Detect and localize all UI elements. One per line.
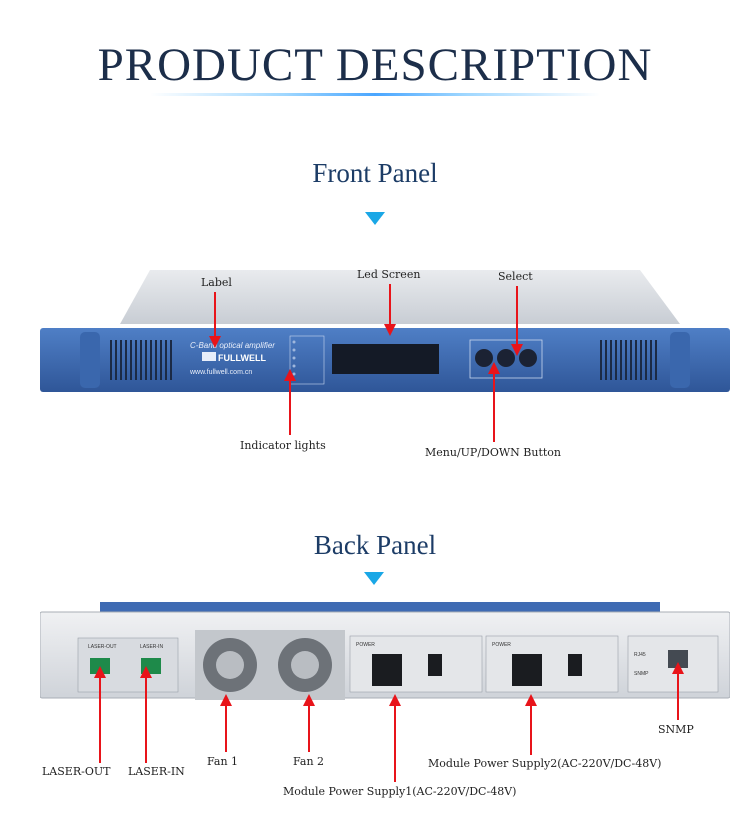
snmp-port-text: SNMP [634,671,649,677]
title-underline [150,93,600,96]
label-label: Label [201,276,232,289]
laser-in-label: LASER-IN [128,765,185,778]
power2-text: POWER [492,642,511,648]
menu-button-label: Menu/UP/DOWN Button [425,446,562,459]
led-screen-label: Led Screen [357,268,421,281]
snmp-label: SNMP [658,723,694,736]
fan1-label: Fan 1 [207,755,239,768]
laser-out-label: LASER-OUT [42,765,111,778]
back-panel-heading: Back Panel [313,530,437,560]
psu1-label: Module Power Supply1(AC-220V/DC-48V) [283,785,517,798]
brand-url: www.fullwell.com.cn [189,369,252,376]
fan2-label: Fan 2 [293,755,325,768]
down-triangle-icon [364,572,384,585]
front-panel-heading: Front Panel [312,158,438,188]
rj45-text: RJ45 [634,652,646,658]
brand-logo: FULLWELL [218,353,266,363]
page-title: PRODUCT DESCRIPTION [97,39,653,91]
laser-in-port-text: LASER-IN [140,644,163,650]
select-label: Select [498,270,533,283]
down-triangle-icon [365,212,385,225]
brand-subtitle: C-Band optical amplifier [190,341,275,350]
back-panel-device: LASER-OUT LASER-IN POWER POWER RJ45 SNMP [40,602,730,700]
laser-out-port-text: LASER-OUT [88,644,117,650]
psu2-label: Module Power Supply2(AC-220V/DC-48V) [428,757,662,770]
power1-text: POWER [356,642,375,648]
indicator-lights-label: Indicator lights [240,439,326,452]
